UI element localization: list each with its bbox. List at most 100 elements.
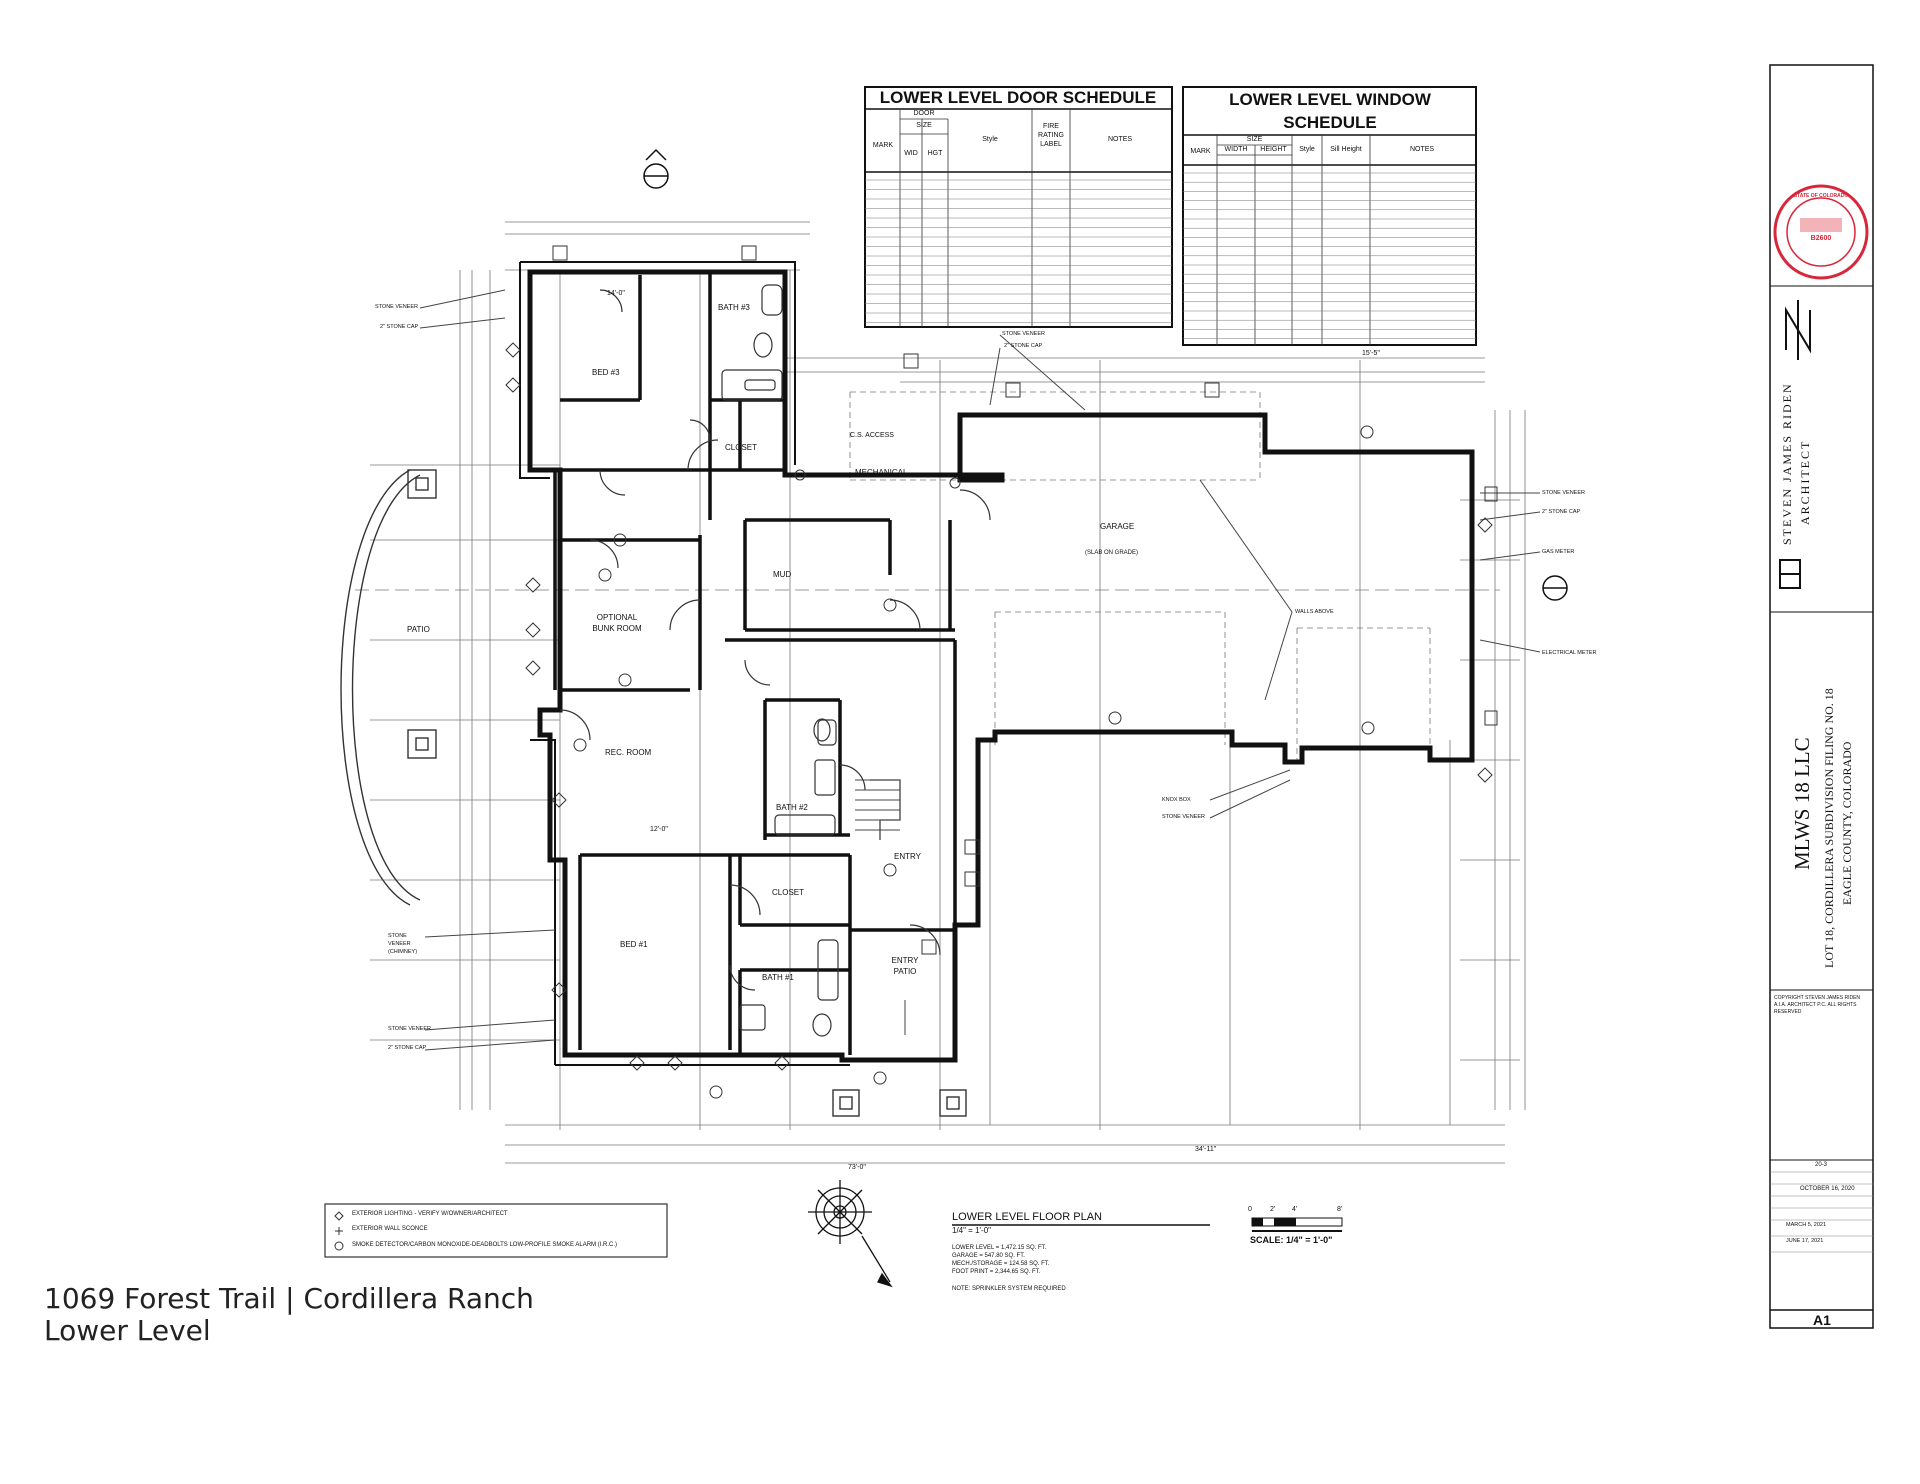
window-header-height: HEIGHT	[1260, 146, 1287, 153]
window-header-sill: Sill Height	[1330, 146, 1362, 153]
sprinkler-note: NOTE: SPRINKLER SYSTEM REQUIRED	[952, 1286, 1066, 1292]
architect-name: STEVEN JAMES RIDEN	[1780, 382, 1794, 545]
stamp-state: STATE OF COLORADO	[1793, 193, 1849, 199]
room-label-closet-lower: CLOSET	[772, 888, 805, 897]
area-lower-level: LOWER LEVEL = 1,472.15 SQ. FT.	[952, 1245, 1047, 1251]
callout-stone-veneer-right: STONE VENEER	[1542, 490, 1585, 496]
room-label-garage-note: (SLAB ON GRADE)	[1085, 550, 1139, 556]
dim-rec-width: 12'-0"	[650, 826, 668, 833]
window-header-mark: MARK	[1190, 148, 1211, 155]
room-label-mud: MUD	[773, 570, 792, 579]
callout-stone-cap-top: 2" STONE CAP	[1004, 343, 1043, 349]
room-label-closet-upper: CLOSET	[725, 443, 758, 452]
legend-symbols	[334, 1211, 344, 1251]
callout-electrical-meter: ELECTRICAL METER	[1542, 650, 1597, 656]
architect-role: ARCHITECT	[1798, 439, 1812, 525]
callout-stone-veneer-bottom: STONE VENEER	[1162, 814, 1205, 820]
project-county: EAGLE COUNTY, COLORADO	[1840, 741, 1854, 905]
legend-item-sconce: EXTERIOR WALL SCONCE	[352, 1226, 428, 1232]
door-header-wid: WID	[904, 150, 918, 157]
callout-stone-cap-right: 2" STONE CAP	[1542, 509, 1581, 515]
plan-area-list: LOWER LEVEL = 1,472.15 SQ. FT. GARAGE = …	[952, 1244, 1049, 1276]
stamp-number: B2600	[1810, 235, 1832, 242]
window-header-notes: NOTES	[1409, 146, 1435, 153]
room-label-bath2: BATH #2	[776, 803, 808, 812]
door-schedule-title: LOWER LEVEL DOOR SCHEDULE	[879, 88, 1157, 107]
exterior-wall-outer-line	[519, 261, 850, 1066]
door-swings	[559, 289, 991, 991]
dim-right-run: 34'-11"	[1195, 1146, 1217, 1153]
door-header-door: DOOR	[913, 110, 935, 117]
window-header-size: SIZE	[1246, 136, 1263, 143]
callout-stone-cap-bl: 2" STONE CAP	[388, 1045, 427, 1051]
exterior-walls	[527, 269, 1475, 1063]
door-header-style: Style	[982, 136, 998, 143]
dimension-lines	[355, 221, 1526, 1164]
project-owner: MLWS 18 LLC	[1790, 737, 1814, 870]
door-header-mark: MARK	[872, 142, 894, 149]
revision-2: JUNE 17, 2021	[1786, 1238, 1824, 1244]
plan-title: LOWER LEVEL FLOOR PLAN	[952, 1211, 1102, 1223]
project-lot: LOT 18, CORDILLERA SUBDIVISION FILING NO…	[1822, 688, 1836, 968]
patio-outline	[340, 469, 967, 1117]
door-header-notes: NOTES	[1107, 136, 1133, 143]
plan-scale-note: 1/4" = 1'-0"	[952, 1226, 992, 1235]
callout-stone-cap-tl: 2" STONE CAP	[380, 324, 419, 330]
area-garage: GARAGE = 547.80 SQ. FT.	[952, 1253, 1025, 1259]
callout-stone-veneer-top: STONE VENEER	[1002, 331, 1045, 337]
area-mech-storage: MECH./STORAGE = 124.58 SQ. FT.	[952, 1261, 1050, 1267]
window-schedule-table	[1182, 86, 1477, 346]
callout-stone-veneer-bl: STONE VENEER	[388, 1026, 431, 1032]
callout-stone-veneer-chimney: STONE VENEER (CHIMNEY)	[388, 933, 418, 955]
grid-tags	[505, 245, 1498, 1099]
window-header-width: WIDTH	[1224, 146, 1248, 153]
legend-box	[324, 1203, 668, 1258]
room-label-rec-room: REC. ROOM	[605, 748, 652, 757]
project-number: 20-3	[1815, 1162, 1828, 1168]
area-footprint: FOOT PRINT = 2,344.65 SQ. FT.	[952, 1269, 1041, 1275]
window-schedule-title-line1: LOWER LEVEL WINDOW	[1229, 90, 1431, 109]
room-label-mechanical: MECHANICAL	[855, 468, 908, 477]
plumbing-fixtures	[721, 284, 901, 1037]
door-header-hgt: HGT	[927, 150, 943, 157]
callout-knox-box: KNOX BOX	[1162, 797, 1191, 803]
interior-walls	[530, 272, 962, 1055]
callout-gas-meter: GAS METER	[1542, 549, 1575, 555]
title-block	[1769, 64, 1874, 1329]
room-label-optional-bunk: OPTIONAL BUNK ROOM	[592, 613, 642, 633]
scale-tick-2: 2'	[1270, 1206, 1276, 1213]
legend-item-smoke: SMOKE DETECTOR/CARBON MONOXIDE-DEADBOLTS…	[352, 1242, 618, 1248]
dim-bed3-width: 14'-0"	[607, 290, 625, 297]
room-label-bath3: BATH #3	[718, 303, 750, 312]
room-label-entry-patio: ENTRY PATIO	[891, 956, 919, 976]
room-label-bath1: BATH #1	[762, 973, 794, 982]
window-header-style: Style	[1299, 146, 1315, 153]
room-label-bed3: BED #3	[592, 368, 620, 377]
compass-north-arrow	[808, 1180, 893, 1288]
callout-walls-above: WALLS ABOVE	[1295, 609, 1334, 615]
leader-lines	[419, 289, 1541, 1051]
sheet-number: A1	[1813, 1312, 1831, 1328]
scale-tick-4: 4'	[1292, 1206, 1298, 1213]
entry-stairs	[855, 779, 906, 1035]
room-label-bed1: BED #1	[620, 940, 648, 949]
room-label-garage: GARAGE	[1100, 522, 1135, 531]
dim-overall-width: 73'-0"	[848, 1164, 866, 1171]
window-schedule-title-line2: SCHEDULE	[1283, 113, 1377, 132]
room-label-patio: PATIO	[407, 625, 430, 634]
dim-top-garage: 15'-5"	[1362, 350, 1380, 357]
room-label-cs-access: C.S. ACCESS	[850, 432, 894, 439]
scale-bar	[1251, 1217, 1343, 1232]
scale-tick-0: 0	[1248, 1206, 1252, 1213]
legend-item-lighting: EXTERIOR LIGHTING - VERIFY W/OWNER/ARCHI…	[352, 1211, 508, 1217]
room-label-entry: ENTRY	[894, 852, 921, 861]
door-header-fire: FIRE RATING LABEL	[1038, 123, 1064, 148]
section-marker-top	[643, 148, 1568, 601]
door-schedule-table	[864, 86, 1173, 328]
scale-tick-8: 8'	[1337, 1206, 1343, 1213]
door-header-size: SIZE	[916, 122, 932, 129]
revision-1: MARCH 5, 2021	[1786, 1222, 1827, 1228]
copyright-note: COPYRIGHT STEVEN JAMES RIDEN A.I.A. ARCH…	[1774, 995, 1861, 1015]
caption-level: Lower Level	[44, 1314, 211, 1347]
